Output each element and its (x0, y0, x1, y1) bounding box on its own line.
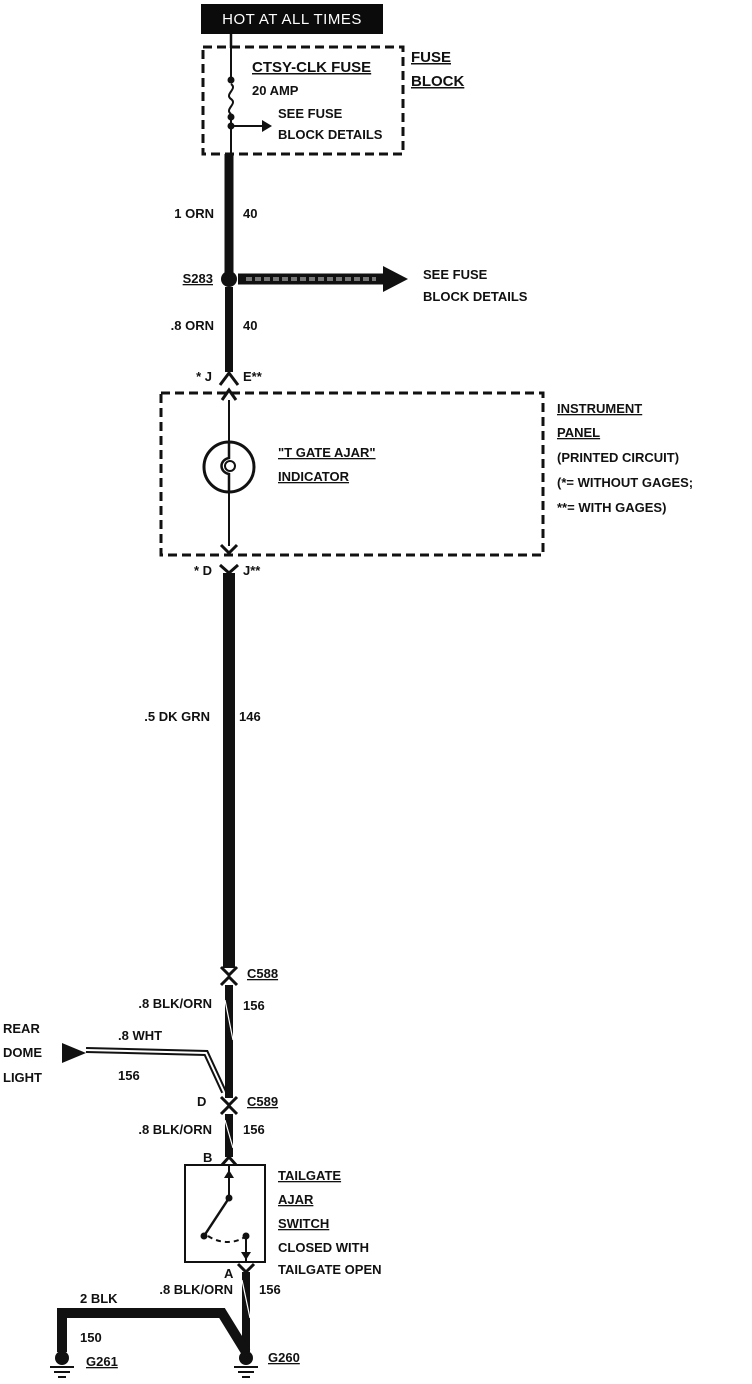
ground-left-id: G261 (86, 1354, 118, 1369)
connector-c589: C589 D (197, 1094, 278, 1116)
connector-top: * J E** (196, 369, 263, 401)
ground-right-icon (234, 1351, 258, 1378)
fuse-name: CTSY-CLK FUSE (252, 59, 371, 76)
power-banner: HOT AT ALL TIMES (201, 4, 383, 34)
rear-dome-branch: REAR DOME LIGHT .8 WHT 156 (3, 1021, 227, 1094)
splice-s283: S283 SEE FUSE BLOCK DETAILS (183, 266, 528, 304)
switch-blade-icon (202, 1197, 231, 1237)
splice-details-2: BLOCK DETAILS (423, 289, 528, 304)
banner-text: HOT AT ALL TIMES (222, 11, 362, 28)
tailgate-ajar-switch (184, 1164, 266, 1263)
switch-name-3: SWITCH (278, 1216, 329, 1231)
ground-wire-circuit: 150 (80, 1330, 102, 1345)
fuse-details-1: SEE FUSE (278, 106, 343, 121)
connector-top-right: E** (243, 369, 263, 384)
rear-dome-line-1: REAR (3, 1021, 40, 1036)
splice-id: S283 (183, 271, 213, 286)
wire-1-gauge: 1 ORN (174, 206, 214, 221)
switch-desc-1: CLOSED WITH (278, 1240, 369, 1255)
switch-desc-2: TAILGATE OPEN (278, 1262, 382, 1277)
c588-id: C588 (247, 966, 278, 981)
rear-dome-arrow-icon (62, 1043, 86, 1063)
wire-4-circuit: 156 (243, 998, 265, 1013)
wire-4-gauge: .8 BLK/ORN (138, 996, 212, 1011)
wire-6-gauge: .8 BLK/ORN (159, 1282, 233, 1297)
panel-title-2: PANEL (557, 425, 600, 440)
instrument-panel: INSTRUMENT PANEL (PRINTED CIRCUIT) (*= W… (159, 391, 693, 557)
connector-top-left: * J (196, 369, 212, 384)
wire-3-gauge: .5 DK GRN (144, 709, 210, 724)
fuse-block: FUSE BLOCK CTSY-CLK FUSE 20 AMP SEE FUSE… (201, 45, 464, 156)
c589-id: C589 (247, 1094, 278, 1109)
indicator-name-2: INDICATOR (278, 469, 350, 484)
connector-bottom-right: J** (243, 563, 261, 578)
fuse-icon (227, 48, 272, 154)
wire-5-gauge: .8 BLK/ORN (138, 1122, 212, 1137)
fuse-rating: 20 AMP (252, 83, 299, 98)
fuse-block-title-1: FUSE (411, 49, 451, 66)
fuse-details-2: BLOCK DETAILS (278, 127, 383, 142)
indicator-name-1: "T GATE AJAR" (278, 445, 376, 460)
ground-wire-gauge: 2 BLK (80, 1291, 118, 1306)
panel-title-1: INSTRUMENT (557, 401, 642, 416)
rear-dome-wire-circuit: 156 (118, 1068, 140, 1083)
switch-pin-bottom: A (224, 1266, 234, 1281)
rear-dome-wire-gauge: .8 WHT (118, 1028, 162, 1043)
switch-name-1: TAILGATE (278, 1168, 341, 1183)
indicator-lamp-icon (202, 440, 256, 494)
c589-pin: D (197, 1094, 206, 1109)
connector-bottom-left: * D (194, 563, 212, 578)
switch-pin-top: B (203, 1150, 212, 1165)
wire-6-circuit: 156 (259, 1282, 281, 1297)
fuse-block-title-2: BLOCK (411, 73, 464, 90)
rear-dome-line-3: LIGHT (3, 1070, 42, 1085)
ground-right-id: G260 (268, 1350, 300, 1365)
panel-note-1: (PRINTED CIRCUIT) (557, 450, 679, 465)
switch-name-2: AJAR (278, 1192, 314, 1207)
ground-left-icon (50, 1351, 74, 1378)
connector-c588: C588 (219, 965, 278, 987)
panel-note-3: **= WITH GAGES) (557, 500, 666, 515)
wire-2-circuit: 40 (243, 318, 257, 333)
panel-note-2: (*= WITHOUT GAGES; (557, 475, 693, 490)
wire-5-circuit: 156 (243, 1122, 265, 1137)
wire-1-circuit: 40 (243, 206, 257, 221)
wire-3-circuit: 146 (239, 709, 261, 724)
wire-2-gauge: .8 ORN (171, 318, 214, 333)
ground-wire (57, 1308, 251, 1355)
rear-dome-line-2: DOME (3, 1045, 42, 1060)
splice-details-1: SEE FUSE (423, 267, 488, 282)
